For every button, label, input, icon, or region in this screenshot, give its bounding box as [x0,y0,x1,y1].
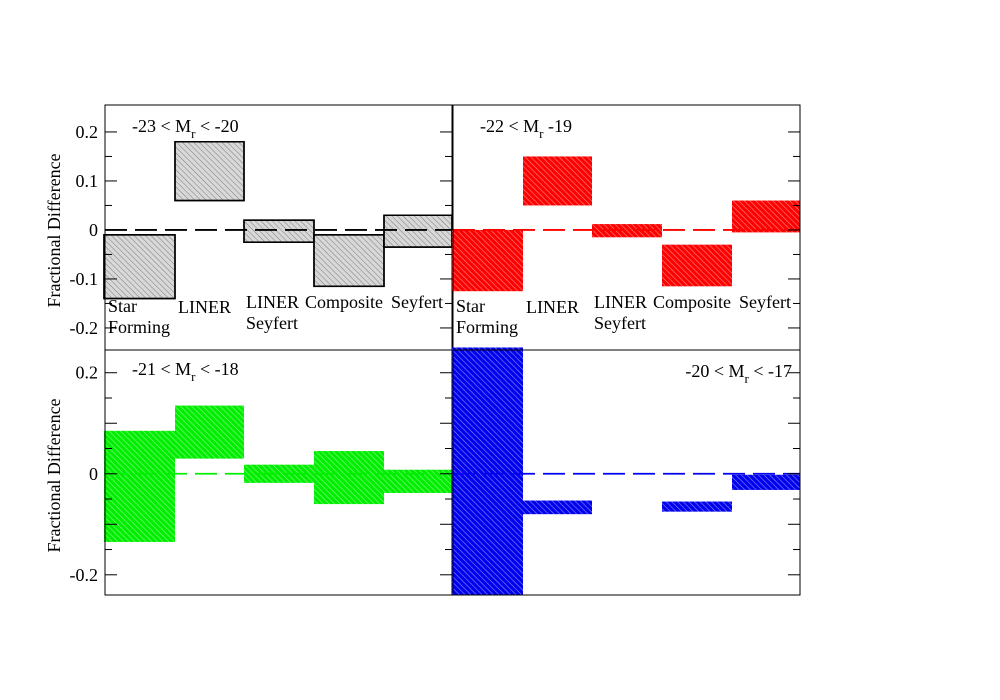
bar-outline-composite [313,234,385,288]
bar-hatch-bar-3 [314,451,384,505]
category-label: LINER [178,297,231,317]
magnitude-range-label: -21 < Mr < -18 [132,359,239,384]
bar-hatch-bar-0 [452,347,523,595]
y-tick-label: -0.1 [70,269,99,289]
plot-frame [452,349,801,596]
category-label-line: Composite [305,292,383,312]
y-tick-label: 0.2 [76,122,99,142]
y-tick-label: 0 [89,220,98,240]
category-label-line: Seyfert [739,292,791,312]
magnitude-range-label: -20 < Mr < -17 [685,361,792,386]
category-label-line: Seyfert [246,313,298,333]
y-tick-label: 0.2 [76,363,99,383]
bar-hatch-bar-2 [244,464,314,483]
y-tick-label: 0.1 [76,171,99,191]
category-label: Seyfert [391,292,443,312]
category-label-line: Forming [456,317,518,337]
bar-hatch-bar-4 [384,469,452,493]
bar-hatch-star-forming [104,234,175,299]
bar-hatch-bar-4 [732,474,800,490]
bar-hatch-liner-seyfert [592,224,662,238]
category-label: Composite [653,292,731,312]
range-label-sub: r [539,126,544,141]
bar-hatch-liner [523,156,592,206]
range-label-sub: r [191,126,196,141]
category-label-line: Seyfert [391,292,443,312]
category-label: Composite [305,292,383,312]
category-label: Seyfert [739,292,791,312]
range-label-sub: r [745,371,750,386]
bar-hatch-liner [175,141,244,201]
bar-outline-star-forming [103,234,176,300]
bar-hatch-bar-3 [662,501,732,512]
bar-hatch-bar-1 [175,405,244,459]
y-axis-label: Fractional Difference [44,398,64,552]
bar-hatch-composite [662,244,732,287]
y-tick-label: -0.2 [70,565,99,585]
y-axis-label: Fractional Difference [44,153,64,307]
bar-hatch-seyfert [384,215,452,248]
bar-hatch-liner-seyfert [244,220,314,243]
range-label-post: < -17 [749,361,792,381]
category-label-line: Seyfert [594,313,646,333]
magnitude-range-label: -23 < Mr < -20 [132,116,239,141]
category-label-line: Star [456,296,485,316]
bar-hatch-bar-0 [104,430,175,542]
range-label-sub: r [191,369,196,384]
y-tick-label: -0.2 [70,318,99,338]
range-label-pre: -20 < M [685,361,744,381]
range-label-pre: -21 < M [132,359,191,379]
category-label: LINER [526,297,579,317]
bar-hatch-seyfert [732,200,800,233]
bar-outline-liner [174,141,245,202]
range-label-post: < -20 [196,116,239,136]
magnitude-range-label: -22 < Mr -19 [480,116,572,141]
bar-hatch-star-forming [452,229,523,292]
category-label-line: LINER [246,292,299,312]
bar-outline-liner-seyfert [243,219,315,243]
range-label-post: < -18 [196,359,239,379]
range-label-pre: -22 < M [480,116,539,136]
category-label-line: LINER [178,297,231,317]
panel-top-left: 0.2 0.1 0 -0.1 -0.2 Fractional Difference -23 … [44,104,453,351]
bar-hatch-composite [314,234,384,287]
y-tick-label: 0 [89,464,98,484]
bar-hatch-bar-1 [523,500,592,515]
panel-bottom-right: -20 < Mr < -17 [452,347,801,596]
category-label-line: LINER [526,297,579,317]
category-label-line: Composite [653,292,731,312]
category-label-line: Forming [108,317,170,337]
range-label-pre: -23 < M [132,116,191,136]
category-label-line: Star [108,296,137,316]
range-label-post: -19 [544,116,573,136]
category-label-line: LINER [594,292,647,312]
panel-bottom-left: 0.2 0 -0.2 Fractional Difference -21 < Mr < … [44,349,453,596]
